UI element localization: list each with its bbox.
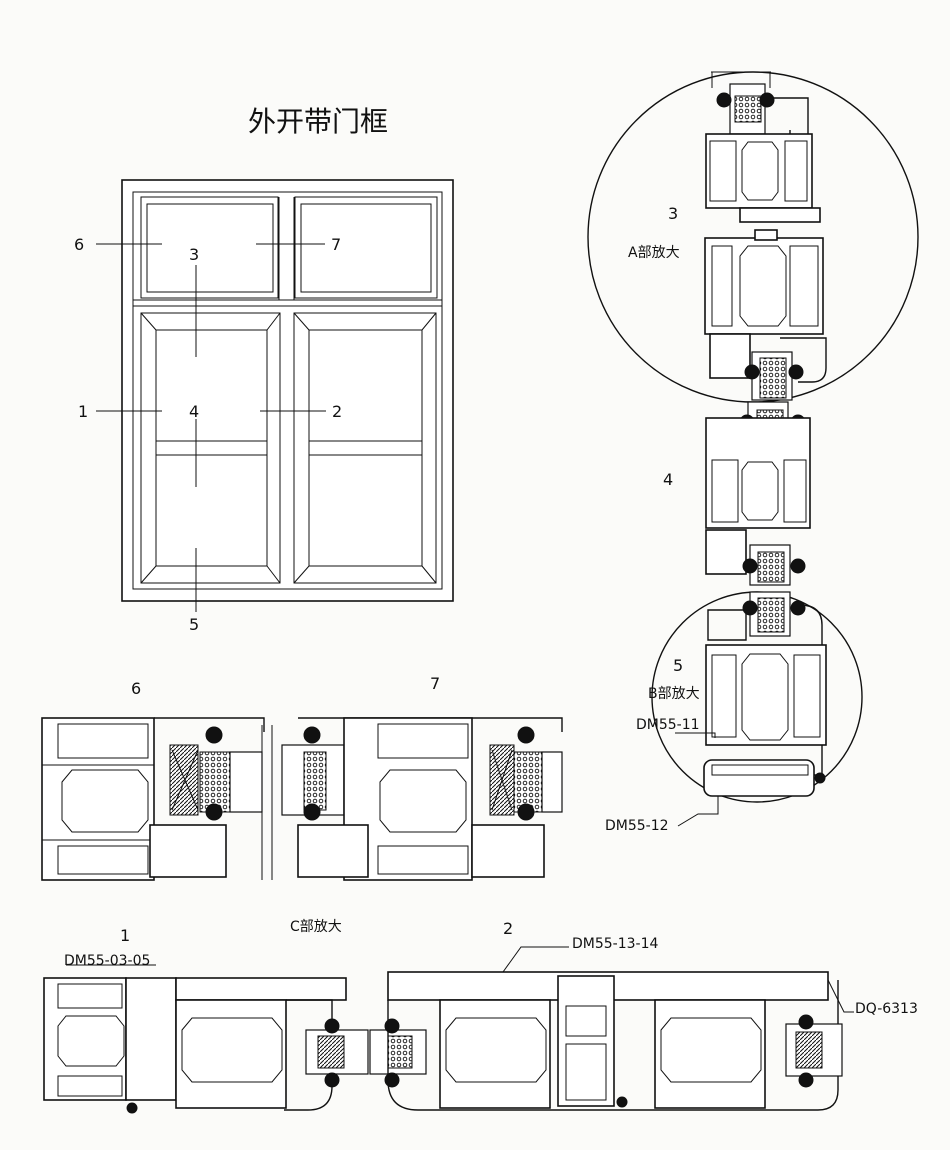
profile-code-dm55-03-05: DM55-03-05 xyxy=(64,953,150,969)
section-label-1: 1 xyxy=(120,926,130,945)
horizontal-sections xyxy=(43,946,854,1114)
section-label-4: 4 xyxy=(663,470,673,489)
profile-code-dm55-12: DM55-12 xyxy=(605,818,669,834)
profile-code-dq-6313: DQ-6313 xyxy=(855,1001,918,1017)
elevation-label-7: 7 xyxy=(331,235,341,254)
section-label-6: 6 xyxy=(131,679,141,698)
section-label-5: 5 xyxy=(673,656,683,675)
zoom-label-b: B部放大 xyxy=(648,686,700,702)
elevation-label-1: 1 xyxy=(78,402,88,421)
profile-code-dm55-11: DM55-11 xyxy=(636,717,700,733)
section-label-7: 7 xyxy=(430,674,440,693)
page-title: 外开带门框 xyxy=(248,105,388,138)
section-label-3: 3 xyxy=(668,204,678,223)
elevation-label-3: 3 xyxy=(189,245,199,264)
zoom-label-c: C部放大 xyxy=(290,919,342,935)
profile-code-dm55-13-14: DM55-13-14 xyxy=(572,936,658,952)
elevation-label-6: 6 xyxy=(74,235,84,254)
elevation-label-2: 2 xyxy=(332,402,342,421)
elevation-label-5: 5 xyxy=(189,615,199,634)
elevation-label-4: 4 xyxy=(189,402,199,421)
zoom-label-a: A部放大 xyxy=(628,245,680,261)
section-label-2: 2 xyxy=(503,919,513,938)
transom-sections xyxy=(41,717,563,881)
vertical-section xyxy=(587,71,919,827)
window-elevation xyxy=(96,179,454,612)
